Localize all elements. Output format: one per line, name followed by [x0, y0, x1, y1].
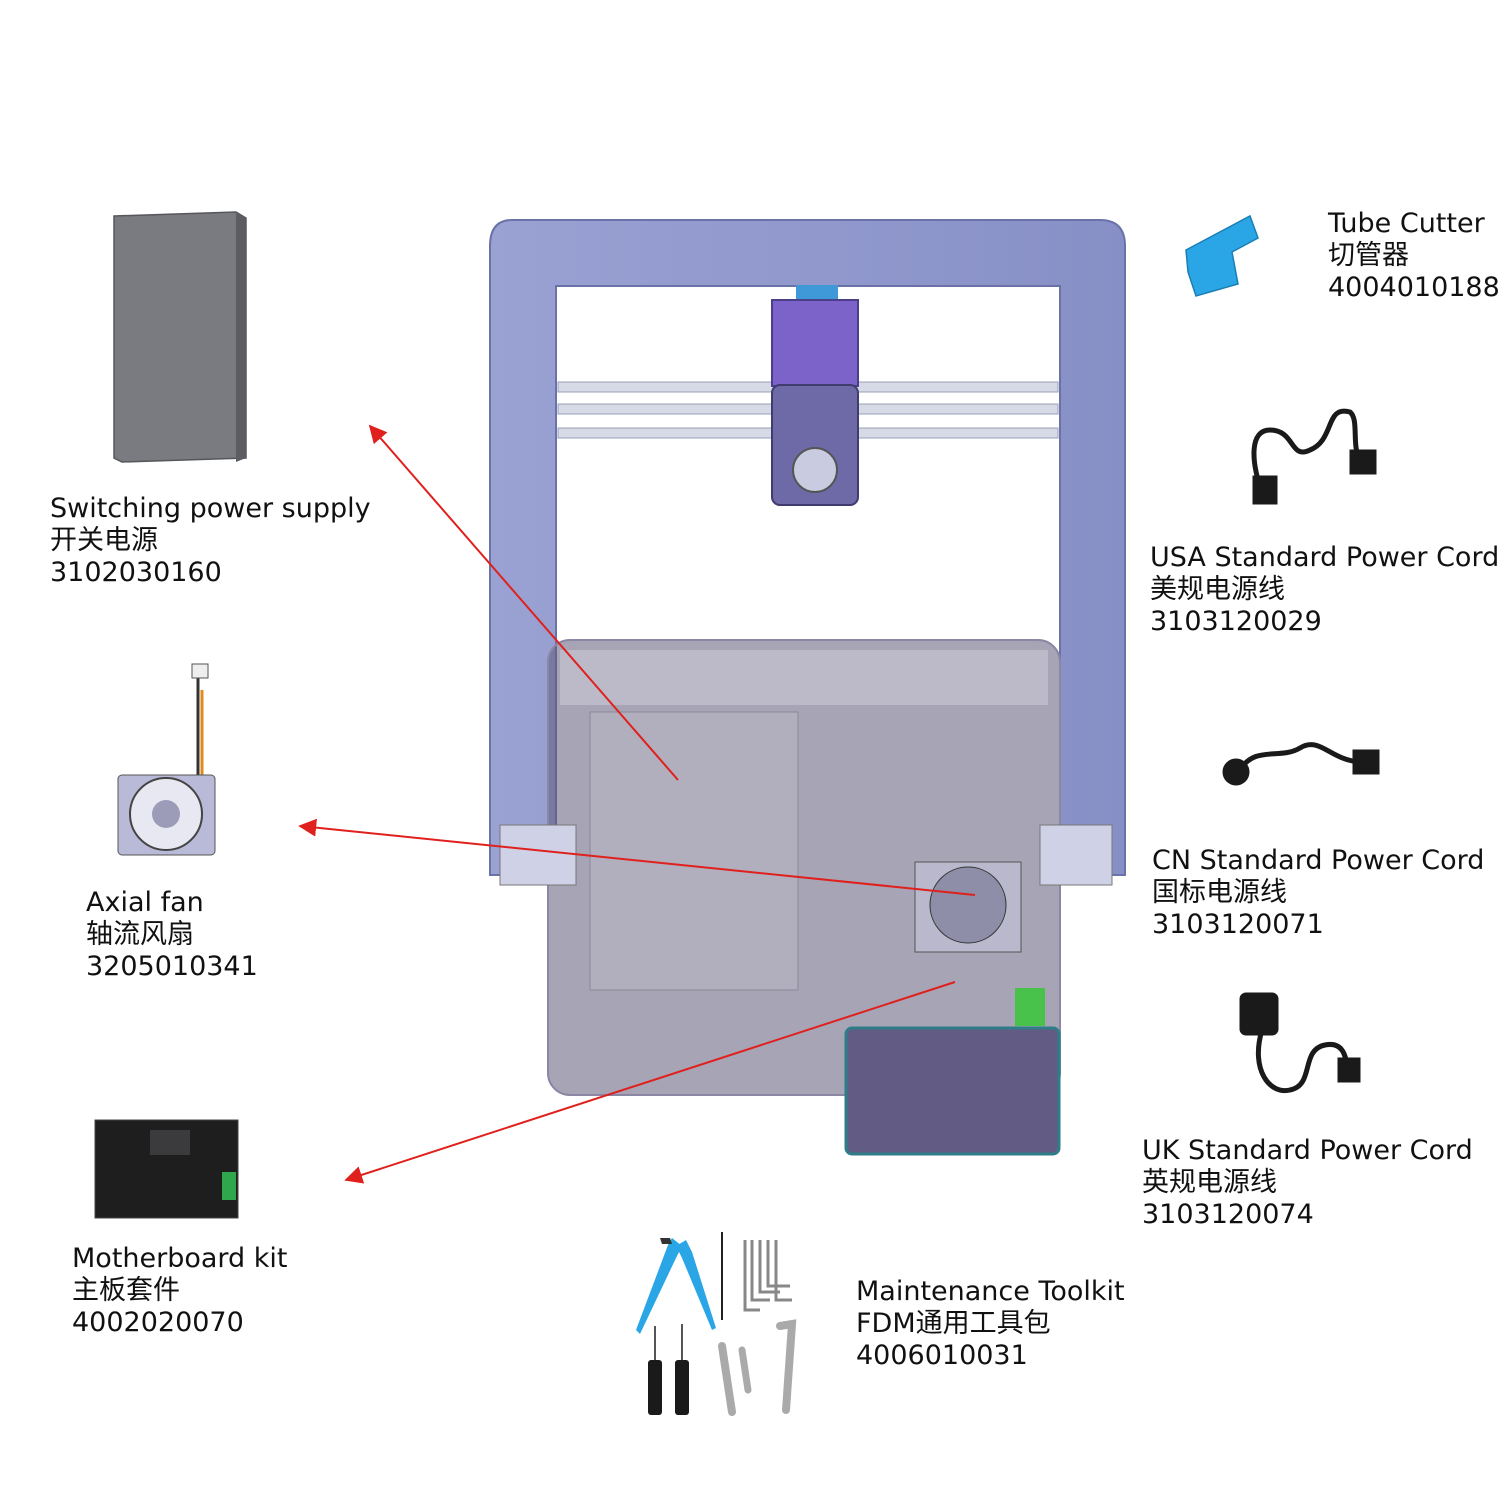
label-cn-cord: CN Standard Power Cord 国标电源线 3103120071	[1152, 845, 1484, 941]
fan-code: 3205010341	[86, 951, 258, 982]
motherboard-image	[94, 1119, 239, 1219]
tools-name-en: Maintenance Toolkit	[856, 1276, 1125, 1307]
mb-name-en: Motherboard kit	[72, 1243, 288, 1274]
cutter-code: 4004010188	[1328, 272, 1500, 303]
usa-power-cord-image	[1251, 408, 1377, 505]
arrow-fan	[298, 818, 976, 896]
arrow-psu	[368, 424, 679, 781]
cn-power-cord-image	[1222, 742, 1380, 786]
label-psu: Switching power supply 开关电源 3102030160	[50, 493, 371, 589]
tools-name-cn: FDM通用工具包	[856, 1308, 1051, 1339]
cn-name-en: CN Standard Power Cord	[1152, 845, 1485, 876]
label-toolkit: Maintenance Toolkit FDM通用工具包 4006010031	[856, 1276, 1125, 1372]
label-motherboard: Motherboard kit 主板套件 4002020070	[72, 1243, 288, 1339]
cn-code: 3103120071	[1152, 909, 1324, 940]
axial-fan-image	[117, 663, 216, 856]
uk-name-en: UK Standard Power Cord	[1142, 1135, 1473, 1166]
uk-name-cn: 英规电源线	[1142, 1167, 1277, 1198]
label-fan: Axial fan 轴流风扇 3205010341	[86, 887, 258, 983]
cn-name-cn: 国标电源线	[1152, 877, 1287, 908]
us-name-cn: 美规电源线	[1150, 574, 1285, 605]
label-tube-cutter: Tube Cutter 切管器 4004010188	[1328, 208, 1500, 304]
tube-cutter-image	[1185, 214, 1259, 297]
uk-code: 3103120074	[1142, 1199, 1314, 1230]
tools-code: 4006010031	[856, 1340, 1028, 1371]
uk-power-cord-image	[1239, 992, 1361, 1094]
mb-name-cn: 主板套件	[72, 1275, 180, 1306]
arrow-motherboard	[344, 981, 956, 1184]
leader-arrows	[298, 424, 976, 1184]
cutter-name-en: Tube Cutter	[1328, 208, 1485, 239]
printer-illustration	[489, 219, 1126, 1156]
us-name-en: USA Standard Power Cord	[1150, 542, 1500, 573]
label-uk-cord: UK Standard Power Cord 英规电源线 3103120074	[1142, 1135, 1473, 1231]
psu-image	[113, 211, 247, 463]
fan-name-cn: 轴流风扇	[86, 919, 194, 950]
label-usa-cord: USA Standard Power Cord 美规电源线 3103120029	[1150, 542, 1499, 638]
psu-name-en: Switching power supply	[50, 493, 371, 524]
us-code: 3103120029	[1150, 606, 1322, 637]
fan-name-en: Axial fan	[86, 887, 204, 918]
toolkit-image	[636, 1232, 797, 1416]
psu-code: 3102030160	[50, 557, 222, 588]
mb-code: 4002020070	[72, 1307, 244, 1338]
psu-name-cn: 开关电源	[50, 525, 158, 556]
cutter-name-cn: 切管器	[1328, 240, 1409, 271]
